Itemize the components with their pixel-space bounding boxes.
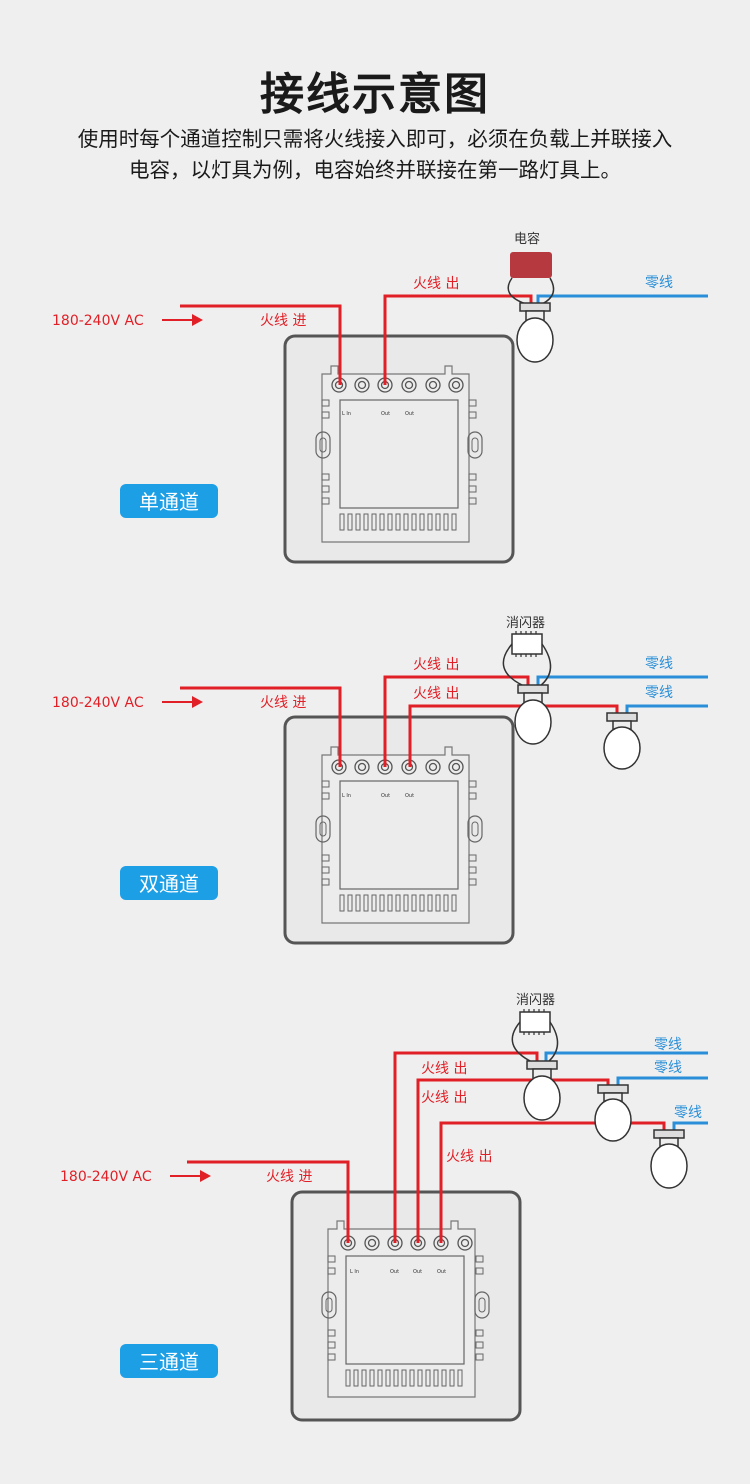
channel-badge: 单通道 [120, 484, 218, 518]
lamp-icon [516, 302, 554, 363]
neutral-label: 零线 [645, 275, 673, 291]
svg-text:单通道: 单通道 [139, 490, 199, 514]
live-out-wire-1 [383, 675, 530, 767]
terminal-label-out: Out [381, 411, 390, 417]
lamp-icon-2 [603, 712, 641, 770]
neutral-label-2: 零线 [654, 1060, 682, 1076]
switch-panel: L In Out Out [283, 715, 515, 945]
lamp-icon-1 [514, 684, 552, 745]
power-arrow [170, 1170, 211, 1182]
power-label: 180-240V AC [52, 313, 144, 329]
live-out-label-2: 火线 出 [421, 1090, 467, 1106]
switch-panel: L In Out Out Out [290, 1190, 522, 1422]
description-line-1: 使用时每个通道控制只需将火线接入即可，必须在负载上并联接入 [77, 127, 673, 151]
channel-badge: 双通道 [120, 866, 218, 900]
lamp-icon-2 [594, 1084, 632, 1142]
terminal-label-out: Out [437, 1269, 446, 1275]
power-label: 180-240V AC [52, 695, 144, 711]
terminal-label-in: L In [342, 411, 351, 417]
neutral-label-3: 零线 [674, 1105, 702, 1121]
capacitor-label: 电容 [514, 231, 540, 247]
live-in-label: 火线 进 [266, 1169, 312, 1185]
neutral-wire-1 [544, 1051, 708, 1062]
flicker-suppressor-icon [511, 1009, 559, 1063]
live-in-label: 火线 进 [260, 695, 306, 711]
neutral-wire-2 [625, 704, 708, 714]
lamp-icon-1 [523, 1060, 561, 1121]
terminal-label-out: Out [390, 1269, 399, 1275]
flicker-suppressor-label: 消闪器 [506, 616, 545, 631]
live-in-wire [187, 1160, 350, 1243]
page-description: 使用时每个通道控制只需将火线接入即可，必须在负载上并联接入 电容，以灯具为例，电… [30, 124, 720, 186]
wiring-diagram-single: L In Out Out 180-240V AC 火线 进 火线 出 零线 电容… [52, 231, 708, 564]
neutral-wire-2 [616, 1076, 708, 1086]
neutral-label-2: 零线 [645, 685, 673, 701]
live-out-label-1: 火线 出 [413, 657, 459, 673]
neutral-label-1: 零线 [654, 1037, 682, 1053]
live-in-wire [180, 686, 342, 767]
wiring-diagram-dual: L In Out Out 180-240V AC 火线 进 火线 出 火线 出 … [52, 616, 708, 945]
live-out-label-2: 火线 出 [413, 686, 459, 702]
power-arrow [162, 314, 203, 326]
live-out-label-3: 火线 出 [446, 1149, 492, 1165]
svg-text:双通道: 双通道 [139, 872, 199, 896]
svg-text:三通道: 三通道 [139, 1350, 199, 1374]
neutral-label-1: 零线 [645, 656, 673, 672]
power-label: 180-240V AC [60, 1169, 152, 1185]
switch-panel: L In Out Out [283, 334, 515, 564]
neutral-wire-3 [672, 1121, 708, 1131]
terminal-label-in: L In [350, 1269, 359, 1275]
live-out-wire-2 [416, 1078, 610, 1243]
live-out-label: 火线 出 [413, 276, 459, 292]
live-out-label-1: 火线 出 [421, 1061, 467, 1077]
terminal-screws [331, 377, 464, 393]
live-out-wire-3 [439, 1121, 666, 1243]
neutral-wire-1 [536, 675, 708, 686]
live-out-wire-2 [408, 704, 619, 767]
flicker-suppressor-label: 消闪器 [516, 993, 555, 1008]
terminal-label-out: Out [413, 1269, 422, 1275]
terminal-label-in: L In [342, 793, 351, 799]
terminal-label-out: Out [405, 793, 414, 799]
channel-badge: 三通道 [120, 1344, 218, 1378]
live-out-wire [383, 294, 533, 385]
page-title: 接线示意图 [260, 69, 490, 120]
terminal-label-out: Out [405, 411, 414, 417]
live-out-wire-1 [393, 1051, 539, 1243]
lamp-icon-3 [650, 1129, 688, 1189]
power-arrow [162, 696, 203, 708]
terminal-label-out: Out [381, 793, 390, 799]
capacitor-icon [510, 252, 552, 278]
live-in-wire [180, 304, 342, 385]
live-in-label: 火线 进 [260, 313, 306, 329]
description-line-2: 电容，以灯具为例，电容始终并联接在第一路灯具上。 [129, 158, 621, 182]
flicker-suppressor-icon [502, 631, 552, 687]
